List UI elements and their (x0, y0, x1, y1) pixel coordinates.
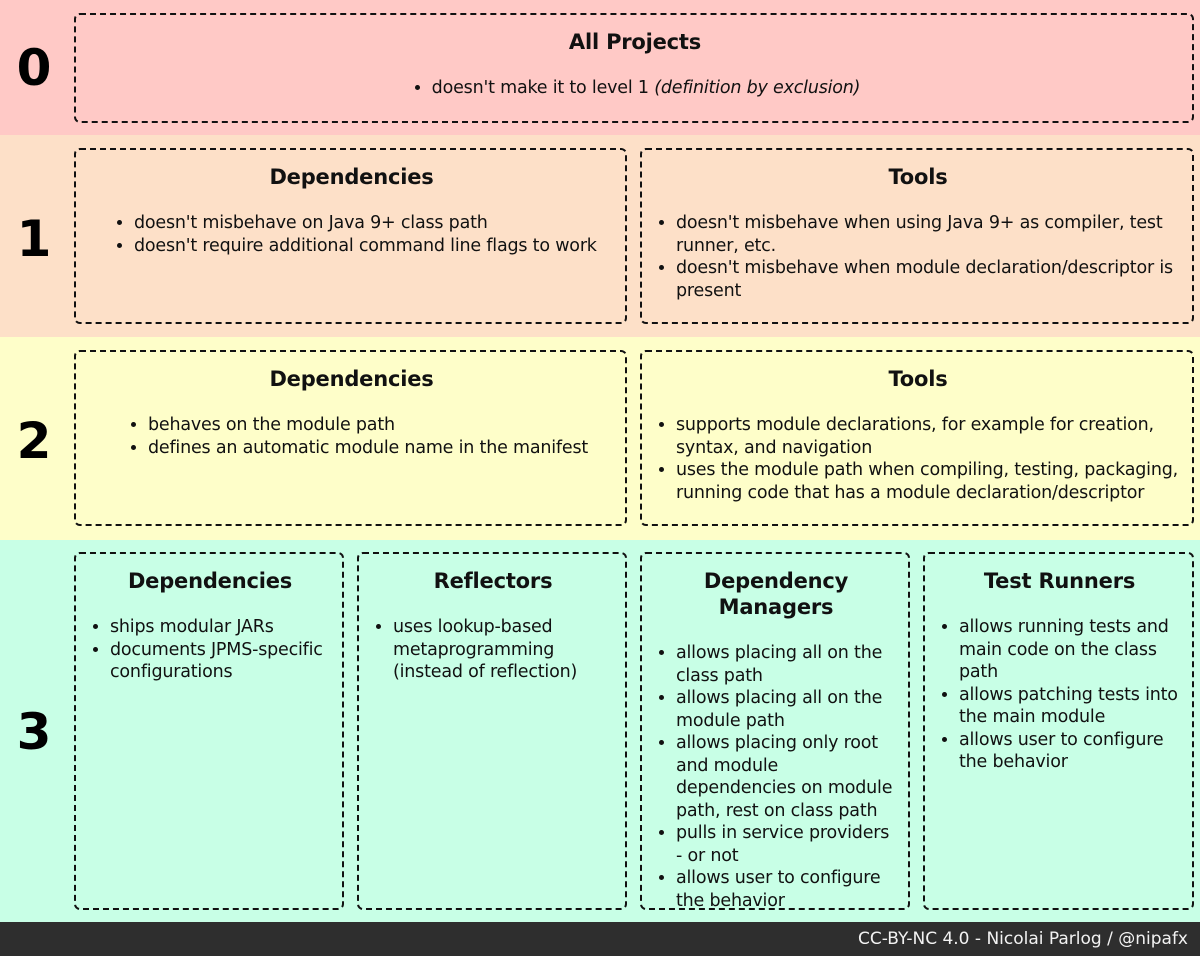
level-2-number: 2 (16, 412, 52, 470)
level-1-number: 1 (16, 210, 52, 268)
list-item: allows placing only root and module depe… (676, 732, 898, 822)
level-2-dependencies-box: Dependencies behaves on the module path … (74, 350, 627, 526)
box-list: uses lookup-based metaprogramming (inste… (371, 616, 615, 684)
list-item-text: doesn't make it to level 1 (431, 78, 649, 98)
level-3-number: 3 (16, 703, 52, 761)
box-title: Reflectors (433, 569, 553, 593)
list-item: doesn't misbehave when using Java 9+ as … (676, 212, 1182, 257)
level-1-dependencies-box: Dependencies doesn't misbehave on Java 9… (74, 148, 627, 324)
box-title: Tools (888, 165, 948, 189)
level-3-dependency-managers-box: Dependency Managers allows placing all o… (640, 552, 910, 912)
list-item: allows patching tests into the main modu… (959, 684, 1182, 729)
box-title: Dependencies (269, 367, 434, 391)
level-1-tools-box: Tools doesn't misbehave when using Java … (640, 148, 1194, 324)
box-title: Dependencies (127, 569, 293, 593)
list-item: uses the module path when compiling, tes… (676, 459, 1182, 504)
list-item: documents JPMS-specific configurations (110, 639, 332, 684)
list-item: allows user to configure the behavior (676, 867, 898, 912)
all-projects-box: All Projects doesn't make it to level 1 … (74, 13, 1194, 123)
list-item: doesn't misbehave when module declaratio… (676, 257, 1182, 302)
level-3-test-runners-box: Test Runners allows running tests and ma… (923, 552, 1194, 910)
box-list: ships modular JARs documents JPMS-specif… (88, 616, 332, 684)
list-item: uses lookup-based metaprogramming (inste… (393, 616, 615, 684)
box-list: doesn't misbehave on Java 9+ class path … (88, 212, 615, 257)
list-item: pulls in service providers - or not (676, 822, 898, 867)
level-2-tools-box: Tools supports module declarations, for … (640, 350, 1194, 526)
box-title: Dependency Managers (703, 569, 849, 619)
level-0-band: 0 All Projects doesn't make it to level … (0, 0, 1200, 135)
level-2-band: 2 Dependencies behaves on the module pat… (0, 337, 1200, 540)
level-3-band: 3 Dependencies ships modular JARs docume… (0, 540, 1200, 922)
box-title: Test Runners (983, 569, 1136, 593)
level-3-reflectors-box: Reflectors uses lookup-based metaprogram… (357, 552, 627, 910)
box-list: supports module declarations, for exampl… (654, 414, 1182, 504)
level-1-band: 1 Dependencies doesn't misbehave on Java… (0, 135, 1200, 337)
list-item: doesn't require additional command line … (134, 235, 615, 258)
list-item: ships modular JARs (110, 616, 332, 639)
list-item: supports module declarations, for exampl… (676, 414, 1182, 459)
box-list: allows running tests and main code on th… (937, 616, 1182, 774)
list-item: allows running tests and main code on th… (959, 616, 1182, 684)
box-title: Tools (888, 367, 948, 391)
list-item: allows placing all on the class path (676, 642, 898, 687)
box-list: behaves on the module path defines an au… (88, 414, 615, 459)
box-title: Dependencies (269, 165, 434, 189)
list-item: allows placing all on the module path (676, 687, 898, 732)
list-item: doesn't make it to level 1 (definition b… (432, 77, 861, 100)
footer-license: CC-BY-NC 4.0 - Nicolai Parlog / @nipafx (0, 922, 1200, 956)
box-list: doesn't misbehave when using Java 9+ as … (654, 212, 1182, 302)
list-item-note: (definition by exclusion) (654, 78, 861, 98)
all-projects-title: All Projects (568, 30, 702, 54)
list-item: doesn't misbehave on Java 9+ class path (134, 212, 615, 235)
all-projects-list: doesn't make it to level 1 (definition b… (410, 77, 861, 100)
level-3-dependencies-box: Dependencies ships modular JARs document… (74, 552, 344, 910)
level-0-number: 0 (16, 39, 52, 97)
list-item: allows user to configure the behavior (959, 729, 1182, 774)
list-item: behaves on the module path (148, 414, 615, 437)
box-list: allows placing all on the class path all… (654, 642, 898, 912)
list-item: defines an automatic module name in the … (148, 437, 615, 460)
